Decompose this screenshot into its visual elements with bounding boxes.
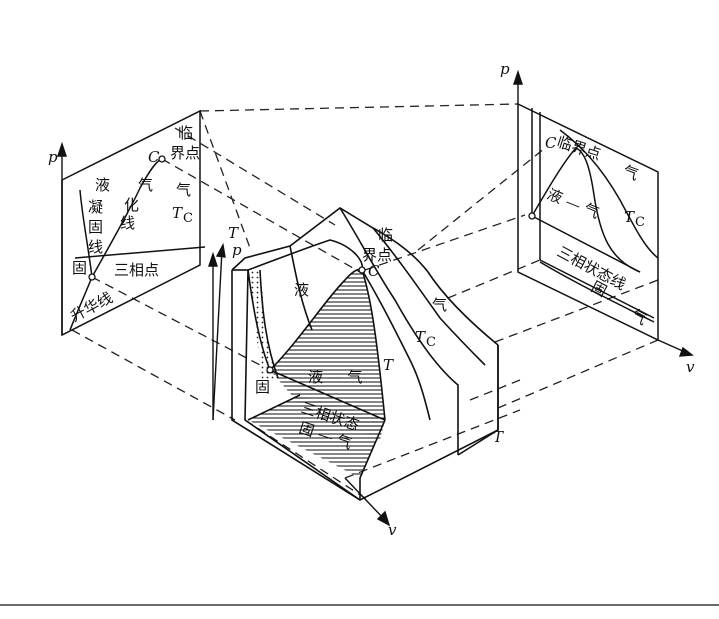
right-critical-C: C [545, 134, 557, 152]
left-vapor-1: 化 [124, 196, 139, 214]
center-liquid-label: 液 [294, 281, 309, 299]
left-liquid-label: 液 [95, 176, 110, 194]
left-triple-point-label: 三相点 [114, 261, 159, 279]
triple-point-marker-left [88, 273, 96, 281]
center-liquid-gas: 液 — 气 [308, 368, 363, 386]
center-critical-C: C [368, 262, 380, 280]
critical-point-marker-center [358, 266, 366, 274]
critical-point-marker-left [158, 155, 166, 163]
triple-point-marker-right [528, 212, 536, 220]
right-critical-label: 临界点 [555, 133, 603, 164]
right-solid: 固 [588, 278, 610, 301]
left-fusion-1: 凝 [88, 198, 103, 216]
left-fusion-2: 固 [88, 218, 103, 236]
center-solid-label: 固 [255, 378, 270, 396]
right-gas-2: 气 [628, 306, 650, 329]
right-tc-T: T [624, 208, 635, 226]
right-tc-sub: C [635, 215, 645, 230]
center-isotherm-T: T [383, 356, 394, 374]
left-gas-small: 气 [138, 176, 153, 194]
left-critical-C: C [148, 148, 160, 166]
center-gas-label: 气 [432, 296, 447, 314]
left-gas-label: 气 [176, 181, 191, 199]
left-axis-p-label: p [48, 148, 58, 166]
center-axis-T: T [228, 224, 239, 242]
left-tc-T: T [172, 204, 183, 222]
left-solid-label: 固 [72, 259, 87, 277]
left-critical-label-1: 临 [178, 124, 193, 142]
center-critical-1: 临 [378, 226, 393, 244]
left-critical-label-2: 界点 [170, 144, 200, 162]
center-axis-T-bottom: T [493, 428, 504, 446]
center-tc-T: T [415, 328, 426, 346]
pvt-surface: T p 临 界点 C 液 气 T C T 固 液 — 气 三相状态 固 — 气 … [208, 207, 504, 539]
left-vapor-2: 线 [120, 214, 135, 232]
right-axis-v: v [686, 358, 695, 376]
right-gas-label: 气 [621, 162, 641, 184]
triple-point-marker-center [266, 366, 274, 374]
center-tc-sub: C [426, 335, 436, 350]
pt-projection-panel: p C 临 界点 液 气 气 凝 化 固 线 线 T C 固 三相点 升华线 [48, 109, 206, 337]
left-tc-sub: C [183, 211, 193, 226]
center-critical-2: 界点 [362, 246, 392, 264]
center-axis-v: v [388, 521, 397, 539]
right-axis-p: p [500, 60, 510, 78]
center-axis-p: p [232, 241, 242, 259]
left-fusion-3: 线 [88, 238, 103, 256]
